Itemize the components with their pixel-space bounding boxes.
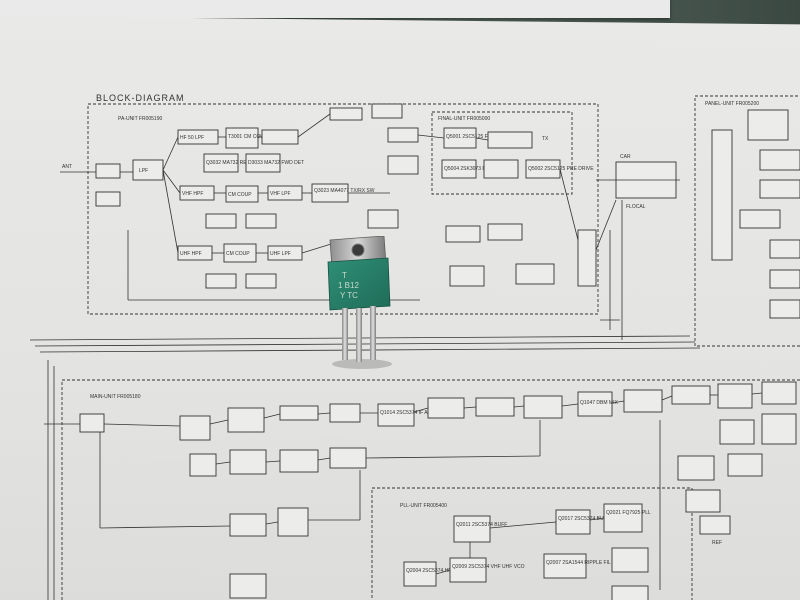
paper-edge-top xyxy=(0,0,670,18)
svg-text:CAR: CAR xyxy=(620,154,631,160)
svg-text:TX: TX xyxy=(542,136,549,142)
svg-text:Q5001 2SC5125 FINAL: Q5001 2SC5125 FINAL xyxy=(446,134,499,140)
marking-line2: 1 B12 xyxy=(338,281,359,290)
svg-text:CM COUP: CM COUP xyxy=(226,251,250,257)
lead-left xyxy=(342,308,348,360)
marking-line3: Y TC xyxy=(340,291,358,300)
svg-text:CM COUP: CM COUP xyxy=(228,192,252,198)
svg-text:Q5002 2SC5125 PRE DRIVE: Q5002 2SC5125 PRE DRIVE xyxy=(528,166,594,172)
pll-unit-frame xyxy=(371,487,693,600)
transistor-body xyxy=(327,257,391,311)
svg-text:ANT: ANT xyxy=(62,164,72,170)
svg-text:FLOCAL: FLOCAL xyxy=(626,204,646,210)
svg-text:Q5004 2SK3073 DRIVE: Q5004 2SK3073 DRIVE xyxy=(444,166,498,172)
svg-text:REF: REF xyxy=(712,540,722,546)
svg-text:Q3023 MA4077 TX/RX SW: Q3023 MA4077 TX/RX SW xyxy=(314,188,375,194)
final-unit-label: FINAL-UNIT FR005000 xyxy=(438,116,490,122)
component-shadow xyxy=(332,359,392,369)
panel-blocks xyxy=(711,109,800,319)
svg-text:VHF LPF: VHF LPF xyxy=(270,191,291,197)
main-wiring xyxy=(44,360,763,600)
svg-text:Q1047 DBM MIX: Q1047 DBM MIX xyxy=(580,400,618,406)
final-unit-frame xyxy=(431,111,573,195)
svg-text:Q2021 FQ7925 PLL: Q2021 FQ7925 PLL xyxy=(606,510,651,516)
main-unit-frame xyxy=(61,379,800,600)
lead-right xyxy=(370,306,376,360)
svg-text:T3001 CM COUP: T3001 CM COUP xyxy=(228,134,268,140)
svg-text:Q3032 MA732 REV DET: Q3032 MA732 REV DET xyxy=(206,160,261,166)
diagram-title: BLOCK-DIAGRAM xyxy=(96,93,185,103)
svg-text:LPF: LPF xyxy=(139,168,148,174)
svg-text:HF 50 LPF: HF 50 LPF xyxy=(180,135,204,141)
main-unit-label: MAIN-UNIT FR005180 xyxy=(90,394,141,400)
transistor-component: T 1 B12 Y TC xyxy=(327,236,392,369)
svg-text:VHF HPF: VHF HPF xyxy=(182,191,203,197)
svg-text:Q2007 2SA1544 RIPPLE FIL: Q2007 2SA1544 RIPPLE FIL xyxy=(546,560,611,566)
marking-line1: T xyxy=(342,271,347,280)
main-blocks: Q1014 2SC5374 IF AMP Q1047 DBM MIX xyxy=(79,381,797,599)
svg-text:Q2004 2SC5374 HF 50 VCO: Q2004 2SC5374 HF 50 VCO xyxy=(406,568,471,574)
pll-blocks: Q2011 2SC5374 BUFF Q2017 2SC5374 BUFF Q2… xyxy=(403,503,651,600)
mounting-hole xyxy=(351,243,365,257)
pll-unit-label: PLL-UNIT FR005400 xyxy=(400,503,447,509)
lead-center xyxy=(356,308,362,362)
panel-unit-label: PANEL-UNIT FR005200 xyxy=(705,101,759,107)
svg-text:Q2009 2SC5374 VHF UHF VCO: Q2009 2SC5374 VHF UHF VCO xyxy=(452,564,525,570)
svg-text:UHF LPF: UHF LPF xyxy=(270,251,291,257)
panel-unit-frame xyxy=(694,95,800,347)
pa-blocks: LPF HF 50 LPF T3001 CM COUP Q3032 MA732 … xyxy=(95,103,677,289)
svg-text:UHF HPF: UHF HPF xyxy=(180,251,202,257)
svg-text:D3033 MA732 FWD DET: D3033 MA732 FWD DET xyxy=(248,160,304,166)
svg-text:Q2017 2SC5374 BUFF: Q2017 2SC5374 BUFF xyxy=(558,516,610,522)
svg-text:Q2011 2SC5374 BUFF: Q2011 2SC5374 BUFF xyxy=(456,522,507,528)
pa-unit-label: PA-UNIT FR005190 xyxy=(118,116,162,122)
svg-text:Q1014 2SC5374 IF AMP: Q1014 2SC5374 IF AMP xyxy=(380,410,436,416)
